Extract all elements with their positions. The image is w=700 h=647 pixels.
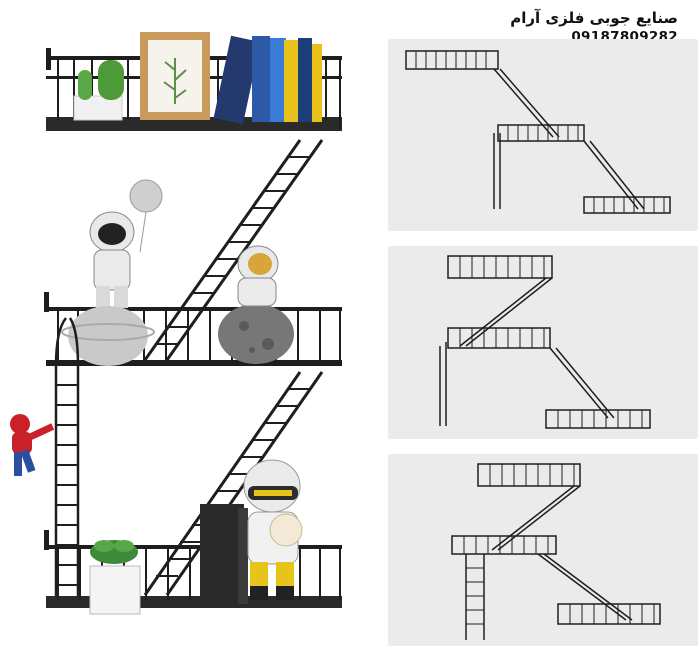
variant-diagram-2 (439, 255, 651, 429)
picture-frame (140, 32, 210, 120)
moon-figurine (218, 245, 294, 364)
variant-diagram-3 (451, 463, 661, 640)
astronaut-figurine (61, 179, 163, 366)
books (213, 35, 322, 125)
variant-panel-2 (388, 246, 698, 439)
variant-panel-1 (388, 39, 698, 231)
bear-figurine (243, 459, 303, 600)
ladder-side (54, 317, 80, 598)
brand-name: صنایع جوبی فلزی آرام (510, 9, 678, 27)
potted-plant (89, 540, 141, 615)
variant-diagram-1 (405, 50, 671, 214)
cactus-pot (73, 60, 124, 121)
spiderman-figurine (10, 414, 55, 476)
variant-panel-3 (388, 454, 698, 646)
ladder-upper (143, 139, 324, 361)
black-books (200, 504, 248, 604)
product-photo (10, 32, 342, 615)
